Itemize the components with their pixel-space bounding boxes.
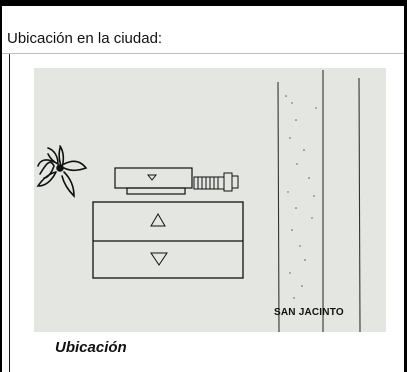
- building-main: [92, 201, 244, 279]
- column-divider: [9, 54, 10, 372]
- arrow-up-icon: [150, 213, 166, 227]
- arrow-down-icon: [150, 252, 168, 266]
- tree-icon: [36, 145, 88, 198]
- location-sketch: [34, 68, 386, 332]
- arrow-down-small-icon: [146, 174, 158, 181]
- street-texture: [285, 95, 317, 299]
- street: [277, 70, 361, 332]
- top-border: [0, 0, 407, 6]
- header-divider: [2, 53, 404, 54]
- left-border: [0, 6, 2, 372]
- right-border: [404, 6, 407, 372]
- building-top: [114, 167, 193, 195]
- connector: [193, 172, 239, 192]
- street-label: SAN JACINTO: [274, 307, 344, 318]
- section-heading: Ubicación en la ciudad:: [7, 30, 163, 47]
- map-caption: Ubicación: [55, 339, 127, 356]
